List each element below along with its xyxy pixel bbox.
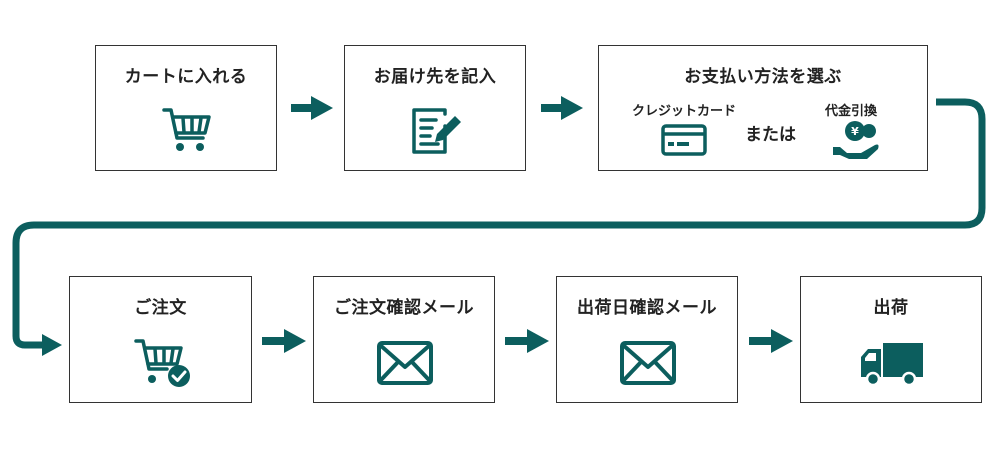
credit-card-icon: [661, 124, 707, 156]
payment-option-cod-label: 代金引換: [825, 104, 878, 119]
step-title: お届け先を記入: [373, 67, 497, 87]
step-title: お支払い方法を選ぶ: [684, 67, 842, 87]
shopping-cart-icon: [162, 108, 211, 151]
form-edit-icon: [412, 108, 461, 154]
arrow-right-icon: [291, 96, 333, 120]
step-title: 出荷日確認メール: [577, 298, 717, 318]
step-shipping: 出荷: [800, 276, 982, 403]
step-title: 出荷: [873, 298, 909, 318]
payment-option-credit-card-label: クレジットカード: [632, 104, 737, 119]
step-ship-date-email: 出荷日確認メール: [556, 276, 738, 403]
step-title: カートに入れる: [124, 67, 248, 87]
envelope-icon: [620, 341, 676, 385]
step-order-confirmation-email: ご注文確認メール: [313, 276, 495, 403]
arrow-right-icon: [262, 329, 306, 353]
delivery-truck-icon: [861, 343, 923, 387]
or-separator: または: [745, 125, 796, 145]
envelope-icon: [377, 341, 433, 385]
step-shipping-address: お届け先を記入: [344, 45, 526, 171]
cash-on-delivery-icon: ¥: [833, 121, 879, 159]
wrap-arrow-icon: [12, 98, 986, 356]
arrow-right-icon: [749, 329, 793, 353]
step-payment-method: お支払い方法を選ぶ クレジットカード または 代金引換 ¥: [598, 45, 928, 171]
step-title: ご注文確認メール: [334, 298, 474, 318]
step-add-to-cart: カートに入れる: [95, 45, 277, 171]
arrow-right-icon: [505, 329, 549, 353]
step-title: ご注文: [134, 298, 187, 318]
svg-text:¥: ¥: [851, 125, 859, 138]
arrow-right-icon: [541, 96, 583, 120]
step-order: ご注文: [69, 276, 252, 403]
cart-check-icon: [134, 339, 190, 387]
